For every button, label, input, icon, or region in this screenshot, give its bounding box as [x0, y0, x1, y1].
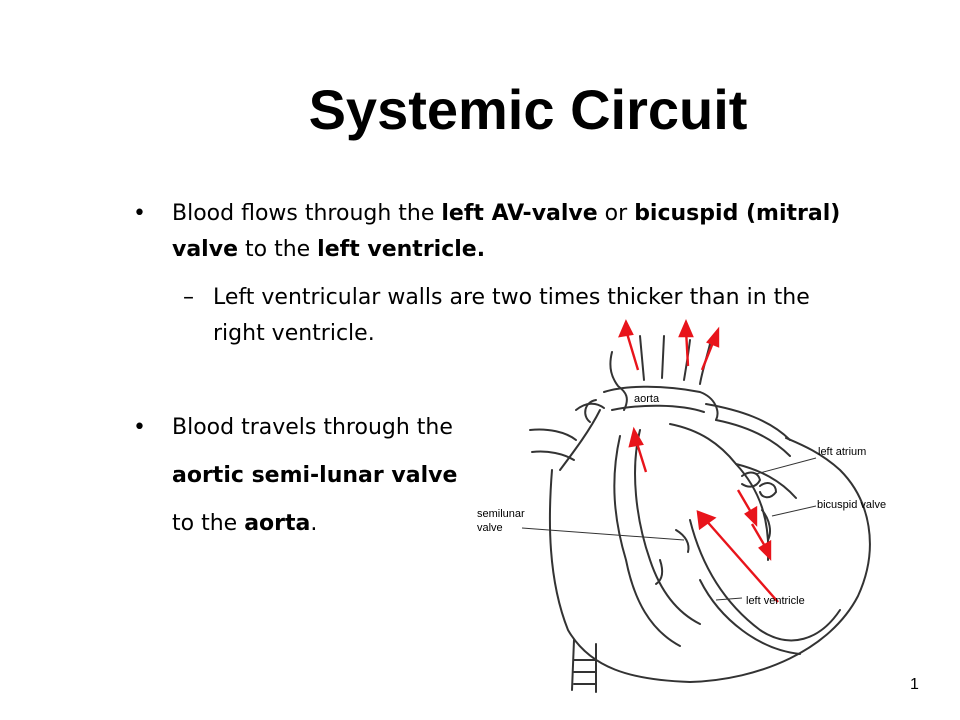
label-pointers — [521, 457, 817, 601]
text: . — [310, 511, 318, 536]
heart-outline — [529, 335, 871, 693]
page-number: 1 — [910, 676, 919, 693]
arrow-head-icon — [618, 319, 634, 338]
arrow-head-icon — [628, 426, 644, 448]
bullet-dot: • — [133, 415, 146, 440]
bold-text: aorta — [244, 511, 311, 536]
bold-text: left AV-valve — [441, 201, 598, 226]
bullet-1-line2: valve to the left ventricle. — [172, 233, 485, 267]
arrow-head-icon — [758, 539, 772, 561]
arrow-head-icon — [706, 326, 720, 348]
bullet-1: Blood flows through the left AV-valve or… — [172, 197, 952, 231]
arrow-head-icon — [678, 318, 694, 338]
label-left-ventricle: left ventricle — [746, 595, 805, 607]
label-aorta: aorta — [634, 393, 660, 405]
sub-bullet-1-line2: right ventricle. — [213, 321, 375, 346]
bullet-dot: • — [133, 201, 146, 226]
text: or — [597, 201, 635, 226]
text: to the — [238, 237, 318, 262]
label-valve: valve — [477, 522, 503, 534]
sub-bullet-1: Left ventricular walls are two times thi… — [213, 285, 810, 310]
label-left-atrium: left atrium — [818, 446, 866, 458]
label-semilunar: semilunar — [477, 508, 525, 520]
bold-text: left ventricle. — [317, 237, 486, 262]
bold-text: valve — [172, 237, 238, 262]
arrow-head-icon — [744, 505, 758, 527]
arrow-head-icon — [696, 510, 717, 531]
bold-text: aortic semi-lunar valve — [172, 463, 458, 488]
bullet-2: Blood travels through the — [172, 415, 453, 440]
bullet-2-line3: to the aorta. — [172, 507, 317, 541]
sub-bullet-dash: – — [183, 285, 194, 310]
slide-title: Systemic Circuit — [308, 78, 748, 141]
bullet-2-line2: aortic semi-lunar valve — [172, 459, 457, 493]
label-bicuspid-valve: bicuspid valve — [817, 499, 886, 511]
blood-flow-arrows — [618, 318, 779, 603]
text: Blood flows through the — [172, 201, 442, 226]
text: to the — [172, 511, 245, 536]
bold-text: bicuspid (mitral) — [634, 201, 841, 226]
